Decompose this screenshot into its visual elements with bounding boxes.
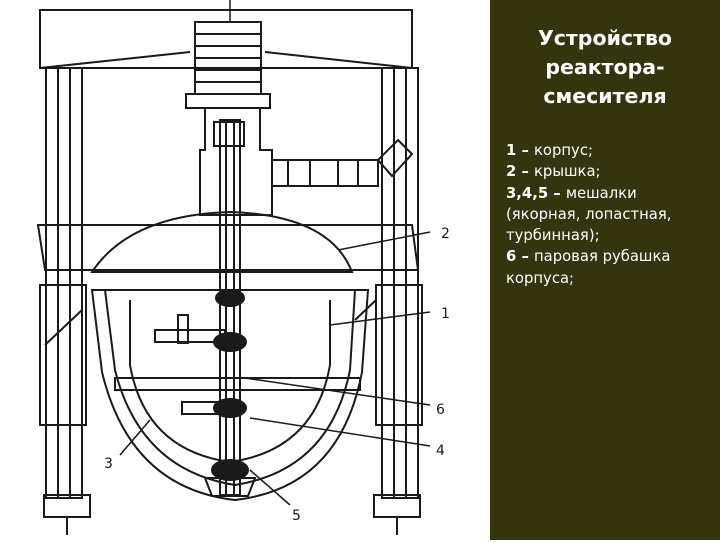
support-bar: [114, 377, 361, 391]
legend-text: (якорная, лопастная,: [506, 205, 672, 223]
reactor-schematic: 2 1 6 4 3 5: [36, 0, 450, 535]
legend-row: 6 – паровая рубашка: [506, 246, 716, 267]
gantry-braces: [39, 51, 413, 69]
legend-key: 3,4,5: [506, 184, 549, 202]
reactor-drawing: 2 1 6 4 3 5: [36, 0, 450, 535]
description-panel: Устройство реактора- смесителя 1 – корпу…: [490, 0, 720, 540]
legend-separator: –: [516, 163, 534, 181]
legend-separator: –: [548, 184, 566, 202]
central-shaft: [219, 119, 241, 496]
legend-row: корпуса;: [506, 268, 716, 289]
title-line: реактора-: [545, 55, 665, 79]
legend-text: мешалки: [565, 184, 637, 202]
legend-key: 2: [506, 163, 517, 181]
legend-text: турбинная);: [506, 227, 600, 245]
vessel-lid: [90, 210, 354, 273]
legend-separator: –: [516, 248, 534, 266]
legend-key: 6: [506, 248, 517, 266]
callout-2: 2: [441, 226, 450, 242]
legend-text: корпуса;: [506, 269, 575, 287]
legend-list: 1 – корпус; 2 – крышка; 3,4,5 – мешалки …: [506, 140, 716, 289]
slide-title: Устройство реактора- смесителя: [490, 24, 720, 111]
callout-1: 1: [441, 306, 450, 322]
right-column: [381, 67, 419, 499]
callout-5: 5: [292, 508, 301, 524]
side-drive: [271, 159, 379, 187]
callout-6: 6: [436, 402, 445, 418]
gearbox: [199, 107, 273, 216]
legend-text: паровая рубашка: [534, 248, 671, 266]
legend-row: (якорная, лопастная,: [506, 204, 716, 225]
gantry-beam: [39, 9, 413, 69]
legend-row: турбинная);: [506, 225, 716, 246]
vessel-body: [103, 289, 357, 487]
legend-text: корпус;: [534, 142, 593, 159]
platform: [36, 224, 420, 271]
steam-jacket: [90, 289, 370, 502]
callout-3: 3: [104, 456, 113, 472]
legend-text: крышка;: [534, 163, 601, 181]
left-column: [45, 67, 83, 499]
title-line: Устройство: [537, 26, 673, 50]
title-line: смесителя: [543, 84, 667, 108]
callout-4: 4: [436, 443, 445, 459]
legend-row: 3,4,5 – мешалки: [506, 183, 716, 204]
legend-separator: –: [516, 142, 534, 159]
legend-key: 1: [506, 142, 517, 159]
turbine: [203, 477, 257, 497]
legend-row: 1 – корпус;: [506, 140, 716, 161]
anchor-stirrer: [129, 300, 331, 464]
legend-row: 2 – крышка;: [506, 161, 716, 182]
